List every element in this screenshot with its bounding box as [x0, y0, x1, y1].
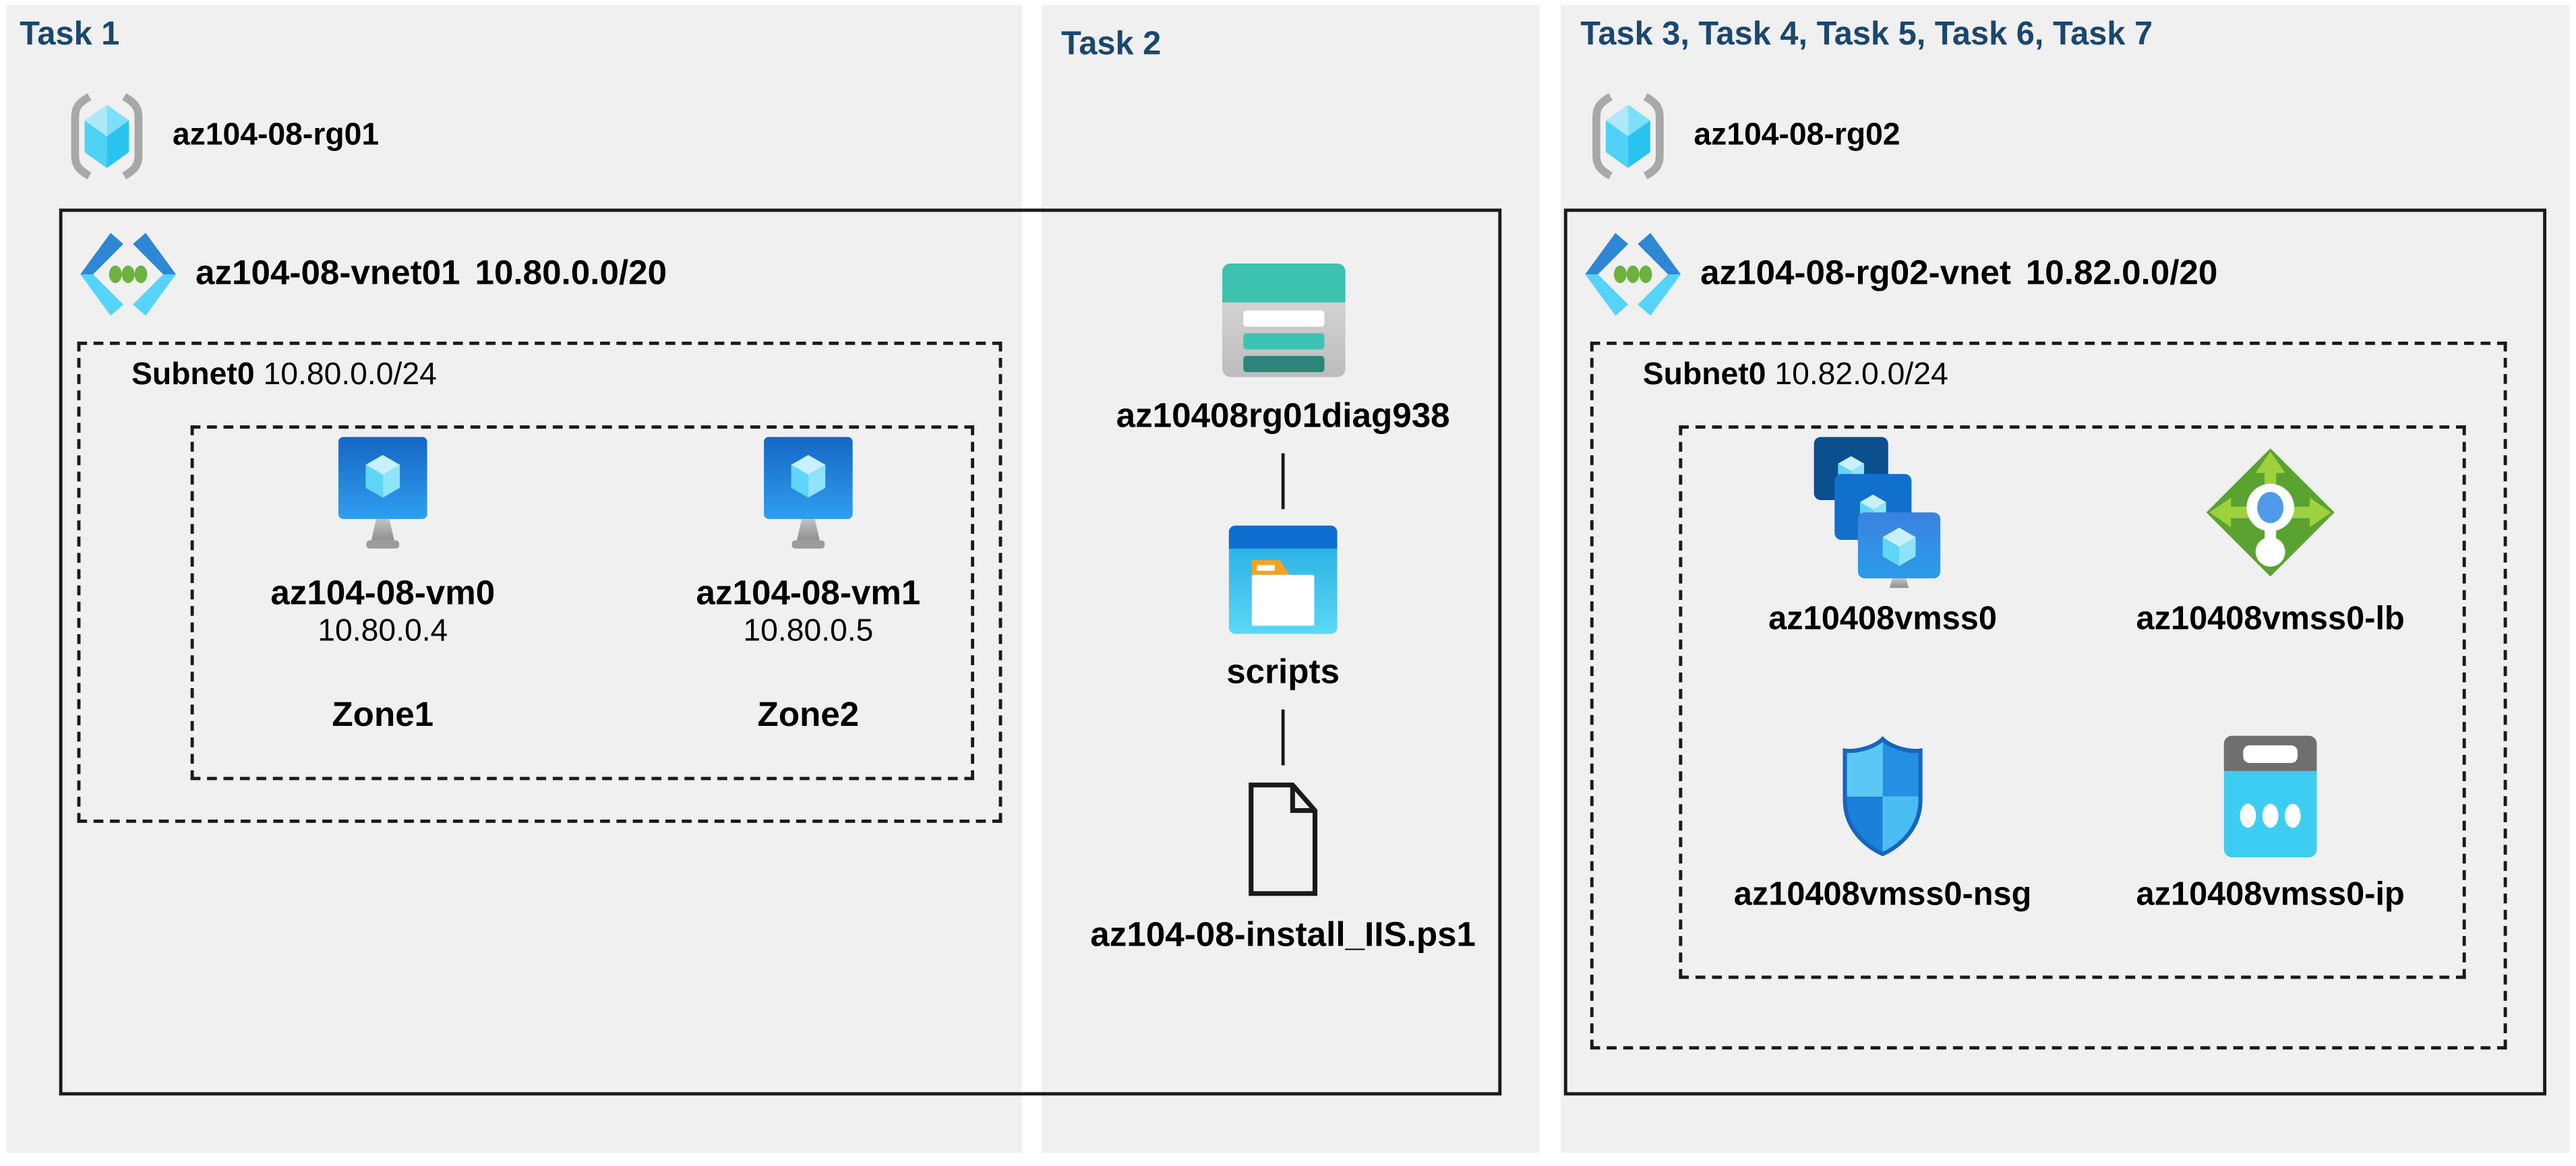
vnet01-row: az104-08-vnet01 10.80.0.0/20: [76, 226, 667, 321]
rg01-boundary-box: [59, 208, 1502, 1096]
vm0-name: az104-08-vm0: [270, 574, 496, 613]
task1-panel: [6, 5, 1022, 1153]
vnet02-row: az104-08-rg02-vnet 10.82.0.0/20: [1580, 226, 2217, 321]
vm1-ip: 10.80.0.5: [743, 614, 874, 649]
network-security-group-icon: [1843, 736, 1923, 857]
vnet02-cidr: 10.82.0.0/20: [2025, 254, 2218, 293]
subnet0-box-rg02: [1590, 341, 2507, 1050]
virtual-machine-icon: [338, 437, 427, 549]
task1-header: Task 1: [20, 16, 120, 53]
pip-name: az10408vmss0-ip: [2136, 877, 2405, 913]
lb-name: az10408vmss0-lb: [2136, 601, 2405, 638]
rg01-row: az104-08-rg01: [63, 92, 380, 181]
vmss-resources-box: [1679, 425, 2466, 979]
script-file-icon: [1249, 783, 1318, 896]
vm-scale-set-icon: [1814, 437, 1941, 588]
resource-group-icon: [71, 93, 143, 180]
vm1-stack: az104-08-vm1 10.80.0.5 Zone2: [688, 437, 928, 735]
virtual-network-icon: [1585, 233, 1681, 316]
container-name: scripts: [1226, 653, 1340, 692]
subnet0-label-rg02: Subnet0 10.82.0.0/24: [1643, 358, 1948, 394]
rg02-boundary-box: [1563, 208, 2547, 1096]
vm0-stack: az104-08-vm0 10.80.0.4 Zone1: [263, 437, 503, 735]
vmss-iconbox: [1812, 437, 1954, 588]
task2-stack: az10408rg01diag938 scripts az104-08-inst…: [1090, 263, 1476, 956]
pip-iconbox: [2223, 733, 2318, 861]
connector-line: [1281, 709, 1285, 766]
connector-line: [1281, 453, 1285, 510]
nsg-name: az10408vmss0-nsg: [1733, 877, 2032, 913]
rg02-name: az104-08-rg02: [1694, 118, 1900, 153]
subnet0-name-rg01: Subnet0: [131, 358, 255, 393]
pip-stack: az10408vmss0-ip: [2122, 733, 2418, 915]
storage-account-icon: [1221, 264, 1345, 377]
subnet0-box-rg01: [77, 341, 1002, 823]
vmss-stack: az10408vmss0: [1735, 437, 2031, 639]
rg02-row: az104-08-rg02: [1584, 92, 1900, 181]
virtual-network-icon: [80, 233, 176, 316]
vnet02-name: az104-08-rg02-vnet: [1700, 254, 2011, 293]
resource-group-icon: [1592, 93, 1664, 180]
nsg-iconbox: [1836, 733, 1928, 861]
nsg-stack: az10408vmss0-nsg: [1733, 733, 2032, 915]
zones-box: [190, 425, 975, 780]
subnet0-label-rg01: Subnet0 10.80.0.0/24: [131, 358, 437, 394]
virtual-machine-icon: [764, 437, 853, 549]
lb-iconbox: [2205, 440, 2336, 584]
vmss-name: az10408vmss0: [1768, 601, 1997, 638]
subnet0-name-rg02: Subnet0: [1642, 358, 1766, 393]
load-balancer-icon: [2206, 448, 2335, 577]
task3-header: Task 3, Task 4, Task 5, Task 6, Task 7: [1580, 16, 2153, 53]
subnet0-cidr-rg02: 10.82.0.0/24: [1774, 358, 1948, 393]
vm1-zone: Zone2: [757, 696, 860, 735]
lb-stack: az10408vmss0-lb: [2122, 440, 2418, 639]
vm0-ip: 10.80.0.4: [318, 614, 448, 649]
blob-container-icon: [1228, 525, 1338, 634]
script-file-name: az104-08-install_IIS.ps1: [1090, 916, 1476, 954]
vnet01-name: az104-08-vnet01: [195, 254, 460, 293]
subnet0-cidr-rg01: 10.80.0.0/24: [263, 358, 437, 393]
vm0-zone: Zone1: [332, 696, 434, 735]
storage-account-name: az10408rg01diag938: [1116, 397, 1450, 435]
rg01-name: az104-08-rg01: [172, 118, 380, 153]
vm1-name: az104-08-vm1: [696, 574, 921, 613]
task2-header: Task 2: [1061, 26, 1162, 63]
task3-panel: [1560, 5, 2570, 1153]
vnet01-cidr: 10.80.0.0/20: [475, 254, 667, 293]
public-ip-icon: [2223, 735, 2317, 858]
